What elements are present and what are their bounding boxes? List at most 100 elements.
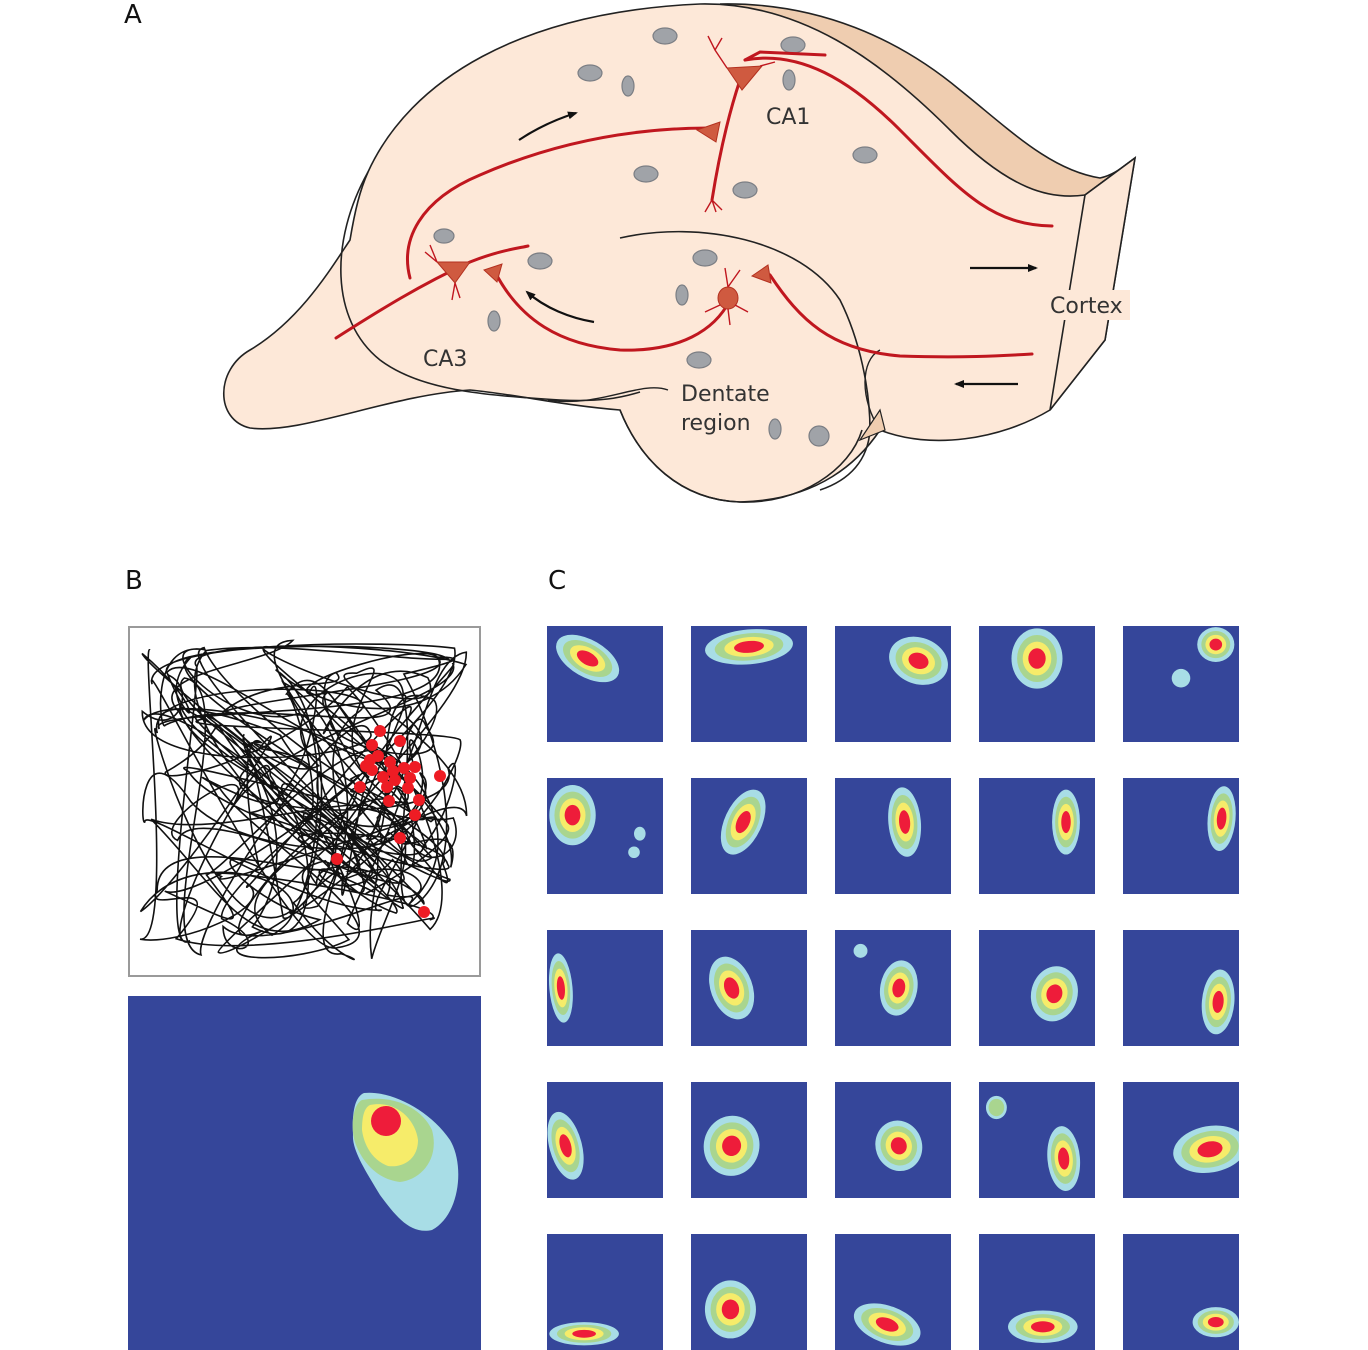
rate-map-background — [835, 930, 951, 1046]
spike-dot — [402, 782, 414, 794]
cortex-face — [1049, 156, 1137, 411]
spike-dot — [394, 832, 406, 844]
field-peak — [1212, 990, 1224, 1013]
rate-map-r2-c2 — [691, 778, 807, 894]
junction-shade — [858, 408, 886, 442]
flow-arrows — [518, 111, 1038, 388]
rate-map-r4-c2 — [691, 1082, 807, 1198]
field-mid — [714, 963, 750, 1013]
spike-dot — [394, 735, 406, 747]
field-high — [868, 1312, 906, 1337]
spike-dot — [404, 772, 416, 784]
field-low — [1197, 627, 1235, 662]
field-low — [1011, 628, 1063, 689]
rate-map-r4-c3 — [835, 1082, 951, 1198]
field-mid — [895, 641, 942, 680]
panel-c-label: C — [548, 566, 567, 596]
field-peak — [564, 804, 581, 826]
cortex-label-bg — [1048, 290, 1130, 320]
field-mid — [1050, 1133, 1077, 1184]
rate-map-r1-c4 — [979, 626, 1095, 742]
rate-map-r3-c3 — [835, 930, 951, 1046]
spike-dot — [331, 853, 343, 865]
ca3-pyramidal-soma — [435, 261, 471, 284]
field-mid — [1036, 972, 1073, 1016]
ca3-boundary — [340, 171, 641, 402]
rate-map-background — [1123, 930, 1239, 1046]
spike-dot — [354, 781, 366, 793]
rate-map-field — [352, 1092, 459, 1231]
field-mid — [554, 791, 591, 839]
field-mid — [884, 966, 914, 1010]
field-mid — [551, 960, 571, 1016]
rate-map-background — [691, 1234, 807, 1350]
spike-dot — [434, 770, 446, 782]
rate-map-background — [547, 930, 663, 1046]
field-peak — [556, 976, 565, 1000]
rate-map-background — [979, 1082, 1095, 1198]
rate-map-r1-c1 — [547, 626, 663, 742]
field-low — [1173, 1125, 1239, 1174]
field-low — [1052, 789, 1080, 855]
arrow-to-ca1 — [518, 111, 578, 141]
field-peak — [1207, 1317, 1224, 1328]
field-high — [1023, 1317, 1063, 1336]
rate-map-background — [691, 778, 807, 894]
field-low — [720, 789, 766, 855]
label-dentate-2: region — [681, 411, 751, 436]
field-low — [1201, 969, 1235, 1035]
field-peak — [1046, 984, 1063, 1004]
rate-map-r4-c5 — [1123, 1082, 1239, 1198]
rate-map-background — [1123, 626, 1239, 742]
rate-map-r4-c4 — [979, 1082, 1095, 1198]
field-low — [556, 634, 620, 683]
field-high — [362, 1104, 418, 1167]
rate-map-background — [835, 626, 951, 742]
spike-dot — [409, 809, 421, 821]
field-mid — [1055, 796, 1077, 848]
field-mid — [556, 1324, 612, 1343]
field-peak — [576, 650, 599, 667]
rate-map-r3-c2 — [691, 930, 807, 1046]
field-low — [703, 1115, 760, 1176]
field-mid — [551, 1119, 580, 1173]
rate-map-background — [979, 1234, 1095, 1350]
spike-dot — [398, 762, 410, 774]
field-peak — [722, 1135, 742, 1157]
rate-map-background — [547, 626, 663, 742]
field-peak — [721, 1299, 740, 1320]
field-mid — [1210, 793, 1233, 844]
spike-dot — [381, 781, 393, 793]
field-mid — [861, 1308, 914, 1341]
field-low — [549, 784, 596, 846]
field-low — [628, 846, 640, 859]
rate-map-background — [128, 996, 481, 1350]
rate-map-r2-c3 — [835, 778, 951, 894]
panel-a-label: A — [124, 0, 142, 30]
spike-dot — [413, 794, 425, 806]
field-low — [548, 953, 573, 1023]
field-peak — [875, 1317, 899, 1332]
spike-dot — [389, 774, 401, 786]
field-peak — [1061, 811, 1071, 834]
rate-map-r1-c2 — [691, 626, 807, 742]
rate-map-r5-c3 — [835, 1234, 951, 1350]
spike-dot — [374, 725, 386, 737]
field-mid — [1205, 976, 1231, 1028]
field-high — [1041, 978, 1068, 1010]
field-low — [853, 943, 868, 958]
field-mid — [1201, 630, 1231, 659]
rate-map-background — [547, 1234, 663, 1350]
rate-map-r5-c4 — [979, 1234, 1095, 1350]
field-high — [730, 803, 756, 841]
neuron-somas — [435, 65, 772, 310]
rate-map-background — [691, 930, 807, 1046]
field-high — [564, 1327, 604, 1341]
field-peak — [559, 1134, 572, 1158]
label-ca1: CA1 — [766, 105, 810, 130]
field-mid — [714, 633, 784, 661]
field-peak — [908, 652, 929, 670]
field-mid — [1181, 1130, 1239, 1168]
field-high — [1189, 1135, 1231, 1163]
field-low — [1192, 1307, 1239, 1338]
